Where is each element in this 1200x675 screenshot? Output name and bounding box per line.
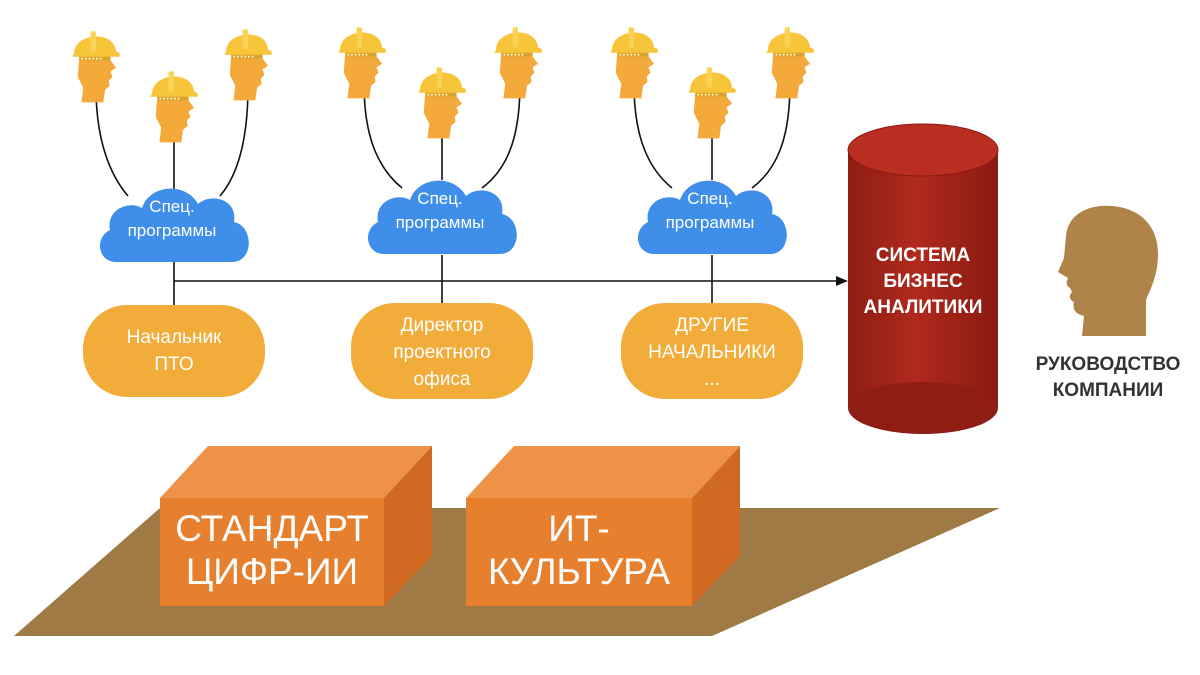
role-pill-1: Начальник ПТО: [83, 305, 265, 397]
box-it-culture: ИТ- КУЛЬТУРА: [466, 446, 740, 606]
box1-label-line2: ЦИФР-ИИ: [186, 551, 358, 592]
worker-helmet-icon: [338, 27, 386, 99]
role-label-line2: НАЧАЛЬНИКИ: [648, 342, 776, 363]
connector-lines-group-3: [633, 83, 791, 305]
role-label-line3: офиса: [414, 369, 471, 390]
cloud-label-line2: программы: [396, 213, 485, 232]
bi-label-line1: СИСТЕМА: [876, 245, 971, 266]
cloud-spec-programs-2: Спец. программы: [367, 180, 517, 254]
cloud-label-line1: Спец.: [149, 197, 194, 216]
role-label-line2: ПТО: [154, 354, 193, 375]
group-1: Спец. программы Начальник ПТО: [72, 29, 272, 397]
worker-helmet-icon: [72, 31, 120, 103]
role-pill-shape: [351, 303, 533, 399]
role-label-line2: проектного: [393, 342, 490, 363]
management-label-line2: КОМПАНИИ: [1053, 380, 1164, 401]
role-label-line1: Начальник: [127, 327, 222, 348]
box1-label-line1: СТАНДАРТ: [175, 508, 369, 549]
box-digital-standard: СТАНДАРТ ЦИФР-ИИ: [160, 446, 432, 606]
cloud-label-line1: Спец.: [417, 189, 462, 208]
group-2: Спец. программы Директор проектного офис…: [338, 27, 542, 399]
management-label-line1: РУКОВОДСТВО: [1036, 354, 1181, 375]
role-pill-2: Директор проектного офиса: [351, 303, 533, 399]
worker-helmet-icon: [494, 27, 542, 99]
data-flow-arrow: [174, 276, 848, 286]
worker-helmet-icon: [688, 67, 736, 139]
role-label-line3: ...: [704, 369, 720, 390]
box2-label-line2: КУЛЬТУРА: [488, 551, 670, 592]
worker-helmet-icon: [150, 71, 198, 143]
bi-system-cylinder: СИСТЕМА БИЗНЕС АНАЛИТИКИ: [847, 123, 999, 434]
cloud-spec-programs-3: Спец. программы: [637, 180, 787, 254]
worker-helmet-icon: [224, 29, 272, 101]
worker-helmet-icon: [418, 67, 466, 139]
worker-helmet-icon: [766, 27, 814, 99]
bi-label-line2: БИЗНЕС: [883, 271, 963, 292]
role-pill-shape: [621, 303, 803, 399]
role-pill-shape: [83, 305, 265, 397]
arrow-head-icon: [836, 276, 848, 286]
management: РУКОВОДСТВО КОМПАНИИ: [1036, 205, 1181, 401]
role-pill-3: ДРУГИЕ НАЧАЛЬНИКИ ...: [621, 303, 803, 399]
connector-lines-group-1: [95, 85, 249, 305]
group-3: Спец. программы ДРУГИЕ НАЧАЛЬНИКИ ...: [610, 27, 814, 399]
cloud-label-line2: программы: [666, 213, 755, 232]
manager-head-icon: [1058, 205, 1158, 336]
role-label-line1: ДРУГИЕ: [675, 315, 749, 336]
cloud-spec-programs-1: Спец. программы: [99, 188, 249, 262]
bi-label-line3: АНАЛИТИКИ: [864, 297, 983, 318]
cloud-label-line2: программы: [128, 221, 217, 240]
cloud-label-line1: Спец.: [687, 189, 732, 208]
foundation: СТАНДАРТ ЦИФР-ИИ ИТ- КУЛЬТУРА: [14, 446, 1000, 636]
box2-label-line1: ИТ-: [548, 508, 610, 549]
role-label-line1: Директор: [401, 315, 484, 336]
worker-helmet-icon: [610, 27, 658, 99]
